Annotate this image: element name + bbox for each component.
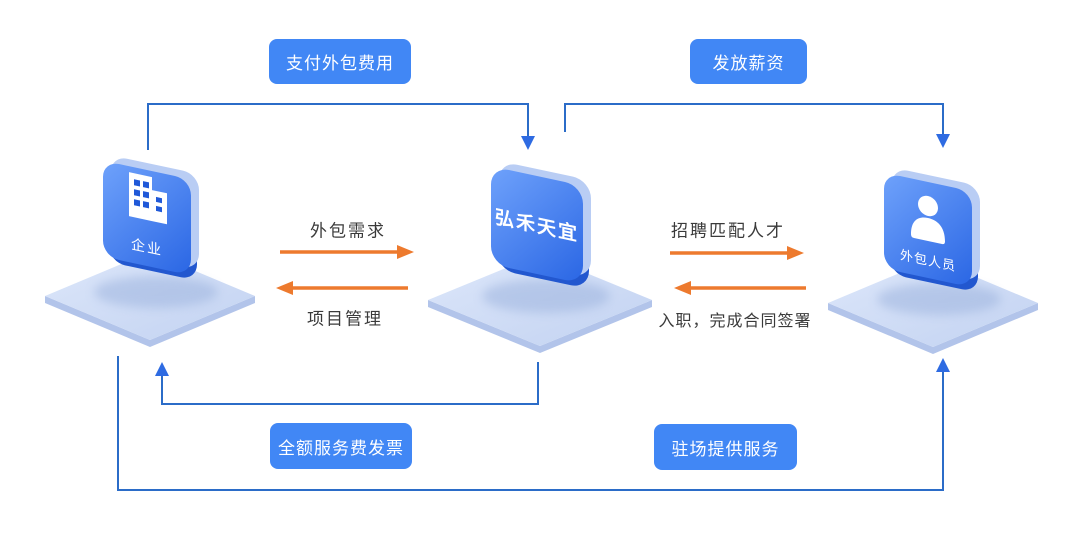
badge-full-service-fee-invoice: 全额服务费发票 xyxy=(270,423,412,469)
tile-face xyxy=(491,169,583,281)
badge-onsite-service: 驻场提供服务 xyxy=(654,424,797,470)
badge-pay-salary: 发放薪资 xyxy=(690,39,807,84)
enterprise-label: 企业 xyxy=(131,236,163,259)
building-icon xyxy=(129,172,167,225)
tile-shadow xyxy=(94,276,218,308)
connector-onsite-service xyxy=(117,356,950,491)
node-company: 弘禾天宜 xyxy=(428,164,652,353)
staff-tile: 外包人员 xyxy=(884,170,980,290)
label-outsourcing-demand: 外包需求 xyxy=(310,221,386,241)
badge-pay-outsourcing-fee: 支付外包费用 xyxy=(269,39,411,84)
node-enterprise: 企业 xyxy=(45,158,255,347)
node-staff: 外包人员 xyxy=(828,170,1038,354)
label-project-management: 项目管理 xyxy=(307,309,383,329)
tile-shadow xyxy=(877,283,1001,315)
enterprise-tile: 企业 xyxy=(103,158,199,278)
tile-shadow xyxy=(482,279,610,313)
connector-pay-fee xyxy=(147,103,535,150)
company-tile: 弘禾天宜 xyxy=(491,164,591,286)
label-recruit-matching-talent: 招聘匹配人才 xyxy=(671,221,785,241)
label-onboarding-contract-sign: 入职，完成合同签署 xyxy=(658,313,812,330)
connector-pay-salary xyxy=(564,103,950,148)
connector-invoice xyxy=(155,362,539,405)
person-icon xyxy=(911,195,945,245)
